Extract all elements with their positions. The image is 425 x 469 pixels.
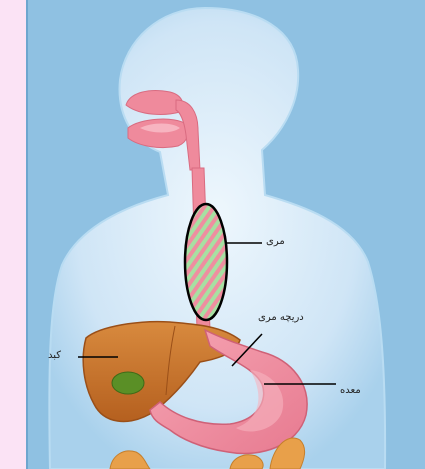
label-esophagus: مری bbox=[266, 236, 285, 247]
label-stomach: معده bbox=[340, 385, 361, 396]
gallbladder bbox=[112, 372, 144, 394]
label-esophageal-sphincter: دریچه مری bbox=[258, 312, 304, 323]
esophagus-highlight bbox=[185, 204, 227, 320]
mouth-tongue bbox=[128, 119, 188, 148]
label-liver: کبد bbox=[48, 350, 61, 361]
